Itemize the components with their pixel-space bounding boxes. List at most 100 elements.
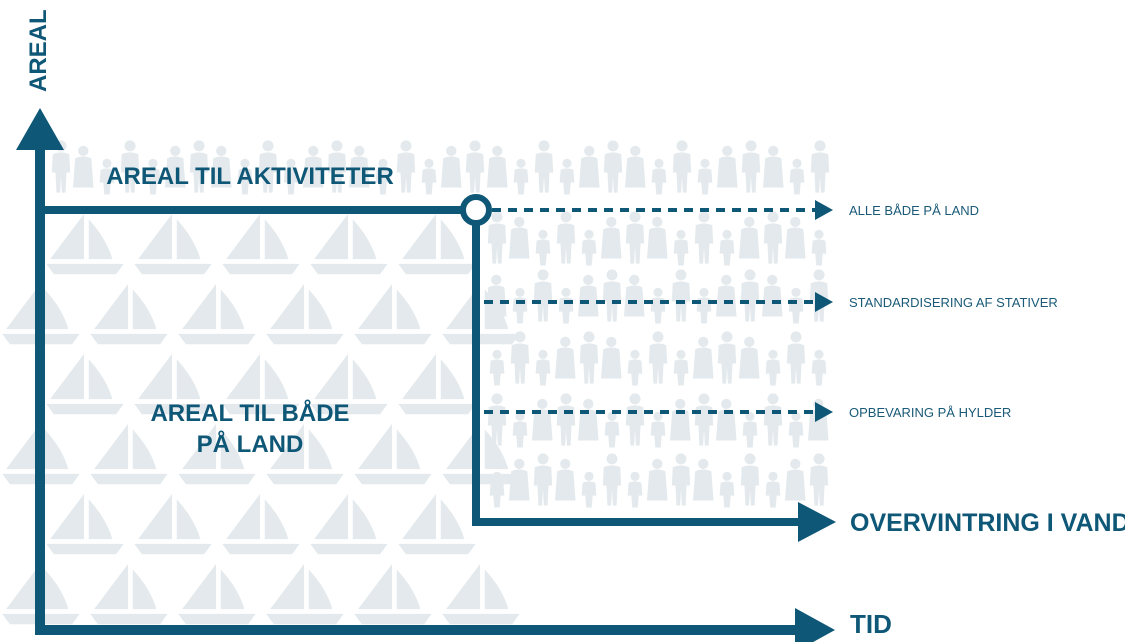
elder-person-icon [555, 458, 576, 501]
person-icon [763, 393, 783, 446]
sailboat-icon [310, 213, 388, 275]
person-icon [625, 393, 645, 446]
sailboat-icon [178, 563, 256, 625]
child-icon [765, 349, 781, 386]
person-icon [603, 140, 623, 193]
child-icon [627, 471, 643, 508]
person-icon [694, 211, 714, 264]
elder-person-icon [487, 145, 508, 188]
person-icon [648, 331, 668, 384]
sailboat-icon [46, 213, 124, 275]
child-icon [627, 349, 643, 386]
scenario-2-label: STANDARDISERING AF STATIVER [849, 295, 1058, 310]
area-step-line [35, 194, 836, 542]
boat-area-label-line2: PÅ LAND [197, 430, 304, 458]
elder-person-icon [486, 274, 507, 317]
person-icon [487, 211, 507, 264]
elder-person-icon [739, 336, 760, 379]
child-icon [489, 349, 505, 386]
elder-person-icon [509, 216, 530, 259]
elder-person-icon [693, 336, 714, 379]
elder-person-icon [785, 458, 806, 501]
child-icon [581, 229, 597, 266]
sailboat-icon [266, 563, 344, 625]
elder-person-icon [647, 216, 668, 259]
sailboat-icon [134, 493, 212, 555]
x-axis-label: TID [850, 609, 892, 639]
person-icon [625, 211, 645, 264]
elder-person-icon [601, 336, 622, 379]
person-icon [694, 393, 714, 446]
child-icon [673, 349, 689, 386]
person-icon [740, 453, 760, 506]
scenario-1-label: ALLE BÅDE PÅ LAND [849, 203, 979, 218]
person-icon [534, 140, 554, 193]
sailboat-icon [222, 493, 300, 555]
elder-person-icon [647, 458, 668, 501]
person-icon [602, 269, 622, 322]
scenario-2-arrowhead-icon [815, 292, 833, 312]
elder-person-icon [624, 274, 645, 317]
sailboat-icon [310, 493, 388, 555]
child-icon [788, 287, 804, 324]
scenario-3-label: OPBEVARING PÅ HYLDER [849, 405, 1011, 420]
child-icon [697, 158, 713, 195]
elder-person-icon [578, 274, 599, 317]
person-icon [556, 393, 576, 446]
elder-person-icon [625, 145, 646, 188]
child-icon [651, 158, 667, 195]
person-icon [556, 211, 576, 264]
person-icon [810, 140, 830, 193]
sailboat-icon [398, 213, 476, 275]
sailboat-icon [442, 283, 520, 345]
elder-person-icon [716, 398, 737, 441]
person-icon [671, 453, 691, 506]
winter-water-arrow-icon [798, 502, 836, 542]
sailboat-icon [222, 213, 300, 275]
child-icon [512, 287, 528, 324]
child-icon [421, 158, 437, 195]
child-icon [811, 229, 827, 266]
sailboat-icon [442, 423, 520, 485]
elder-person-icon [785, 216, 806, 259]
person-icon [740, 269, 760, 322]
child-icon [673, 229, 689, 266]
scenario-4-label: OVERVINTRING I VAND [850, 509, 1125, 537]
elder-person-icon [555, 336, 576, 379]
person-icon [809, 453, 829, 506]
sailboat-icon [354, 563, 432, 625]
child-icon [789, 158, 805, 195]
elder-person-icon [763, 145, 784, 188]
turning-point-circle [460, 194, 492, 226]
elder-person-icon [441, 145, 462, 188]
child-icon [559, 158, 575, 195]
child-icon [535, 229, 551, 266]
sailboat-icon [178, 283, 256, 345]
x-axis-arrow-icon [795, 608, 835, 642]
elder-person-icon [73, 145, 94, 188]
person-icon [533, 453, 553, 506]
elder-person-icon [601, 216, 622, 259]
x-axis [35, 608, 835, 642]
elder-person-icon [762, 274, 783, 317]
elder-person-icon [578, 398, 599, 441]
child-icon [719, 229, 735, 266]
elder-person-icon [532, 398, 553, 441]
child-icon [811, 349, 827, 386]
sailboat-icon [134, 213, 212, 275]
elder-person-icon [693, 458, 714, 501]
sailboat-icon [46, 353, 124, 415]
person-icon [396, 140, 416, 193]
elder-person-icon [579, 145, 600, 188]
child-icon [742, 411, 758, 448]
person-icon [533, 269, 553, 322]
child-icon [696, 287, 712, 324]
person-icon [672, 140, 692, 193]
child-icon [604, 411, 620, 448]
sailboat-icon [354, 423, 432, 485]
child-icon [512, 411, 528, 448]
sailboat-icon [266, 283, 344, 345]
child-icon [581, 471, 597, 508]
